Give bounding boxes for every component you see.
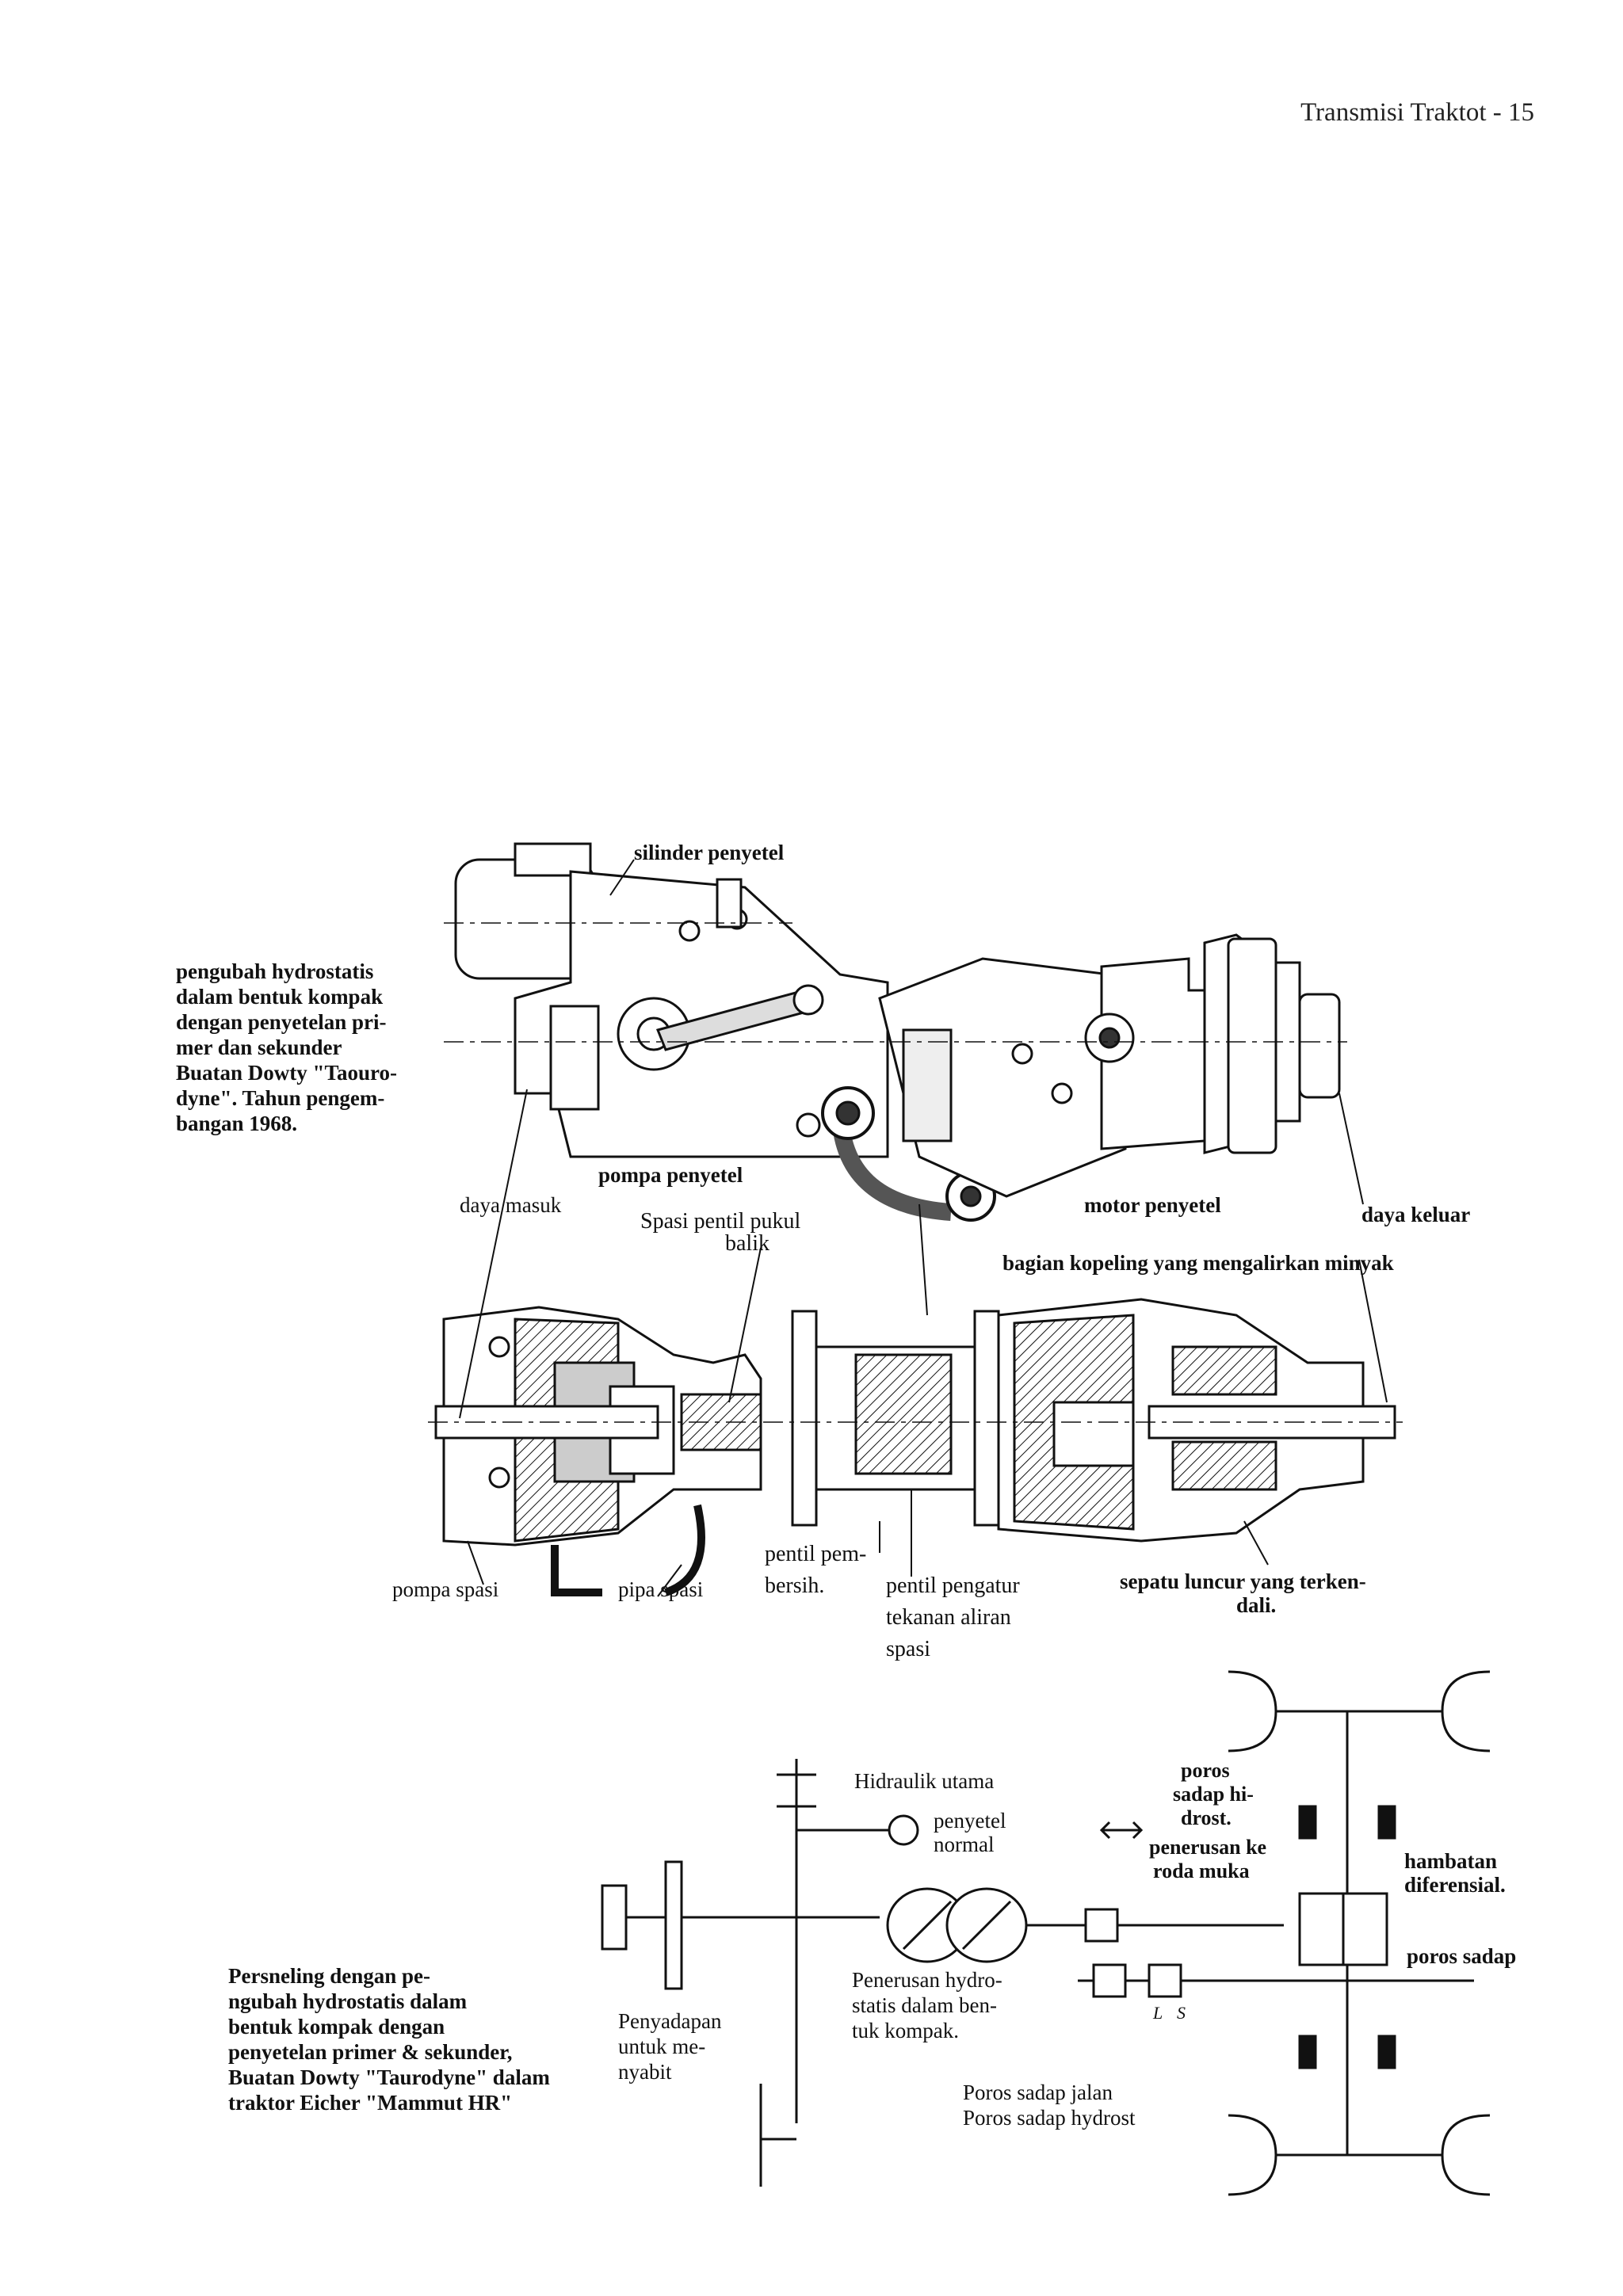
label-pompa-spasi: pompa spasi	[392, 1577, 498, 1601]
figure2-caption: Persneling dengan pe- ngubah hydrostatis…	[228, 1964, 550, 2115]
figure2-labels: Hidraulik utama penyetel normal poros sa…	[618, 1759, 1516, 2130]
label-penerusan-hydrostatis: Penerusan hydro-	[852, 1968, 1002, 1992]
label-penyadapan: Penyadapan	[618, 2009, 722, 2033]
transmission-exterior-drawing	[444, 842, 1347, 1222]
figure2-caption-line: traktor Eicher "Mammut HR"	[228, 2091, 512, 2115]
label-penyadapan: untuk me-	[618, 2035, 705, 2058]
label-poros-sadap-hidrost: sadap hi-	[1173, 1783, 1254, 1806]
label-penerusan-ke-roda-muka: roda muka	[1153, 1859, 1250, 1882]
figure1-caption: pengubah hydrostatis dalam bentuk kompak…	[176, 959, 397, 1135]
label-poros-sadap-hydrost: Poros sadap hydrost	[963, 2106, 1136, 2130]
label-pipa-spasi: pipa spasi	[618, 1577, 703, 1601]
figure1-caption-line: dalam bentuk kompak	[176, 985, 383, 1009]
label-penyadapan: nyabit	[618, 2060, 672, 2084]
label-daya-masuk: daya masuk	[460, 1193, 562, 1217]
figure2-caption-line: bentuk kompak dengan	[228, 2015, 445, 2039]
figure1-caption-line: mer dan sekunder	[176, 1035, 342, 1059]
gearbox-schematic	[601, 1670, 1491, 2196]
label-pentil-pembersih: pentil pem-	[765, 1542, 866, 1566]
label-penyetel-normal: penyetel	[934, 1809, 1006, 1833]
label-penerusan-hydrostatis: statis dalam ben-	[852, 1993, 997, 2017]
figure2-caption-line: Persneling dengan pe-	[228, 1964, 430, 1988]
label-hidraulik-utama: Hidraulik utama	[854, 1769, 994, 1793]
label-bagian-kopeling: bagian kopeling yang mengalirkan minyak	[1002, 1251, 1394, 1275]
figure1-caption-line: pengubah hydrostatis	[176, 959, 373, 983]
label-pentil-pengatur: tekanan aliran	[886, 1605, 1011, 1630]
label-hambatan-diferensial: hambatan	[1404, 1849, 1497, 1873]
label-pentil-pengatur: pentil pengatur	[886, 1573, 1020, 1598]
label-gear-l: L	[1152, 2003, 1163, 2023]
label-pompa-penyetel: pompa penyetel	[598, 1163, 743, 1187]
label-poros-sadap-hidrost: drost.	[1181, 1806, 1232, 1829]
label-motor-penyetel: motor penyetel	[1084, 1193, 1221, 1217]
label-penerusan-ke-roda-muka: penerusan ke	[1149, 1836, 1266, 1859]
label-penyetel-normal: normal	[934, 1833, 994, 1856]
figure1-caption-line: dengan penyetelan pri-	[176, 1010, 387, 1034]
figure1-caption-line: dyne". Tahun pengem-	[176, 1086, 384, 1110]
label-spasi-pentil: Spasi pentil pukul	[640, 1209, 800, 1234]
label-hambatan-diferensial: diferensial.	[1404, 1873, 1506, 1897]
label-poros-sadap-hidrost: poros	[1181, 1759, 1230, 1782]
label-spasi-pentil: balik	[725, 1231, 769, 1256]
figure1-labels: silinder penyetel pompa penyetel daya ma…	[392, 841, 1470, 1661]
label-silinder-penyetel: silinder penyetel	[634, 841, 785, 864]
label-poros-sadap: poros sadap	[1407, 1944, 1516, 1968]
label-daya-keluar: daya keluar	[1361, 1203, 1470, 1226]
label-penerusan-hydrostatis: tuk kompak.	[852, 2019, 959, 2042]
label-poros-sadap-jalan: Poros sadap jalan	[963, 2081, 1113, 2104]
figure1-caption-line: Buatan Dowty "Taouro-	[176, 1061, 397, 1085]
figure2-caption-line: Buatan Dowty "Taurodyne" dalam	[228, 2065, 550, 2089]
label-gear-s: S	[1177, 2003, 1186, 2023]
label-pentil-pembersih: bersih.	[765, 1573, 824, 1598]
transmission-section-drawing	[428, 1298, 1403, 1596]
label-sepatu-luncur: sepatu luncur yang terken-	[1120, 1569, 1366, 1593]
figure1-leader-lines	[459, 859, 1388, 1597]
page-header: Transmisi Traktot - 15	[1300, 98, 1534, 127]
figure1-caption-line: bangan 1968.	[176, 1112, 297, 1135]
figure2-caption-line: penyetelan primer & sekunder,	[228, 2040, 513, 2064]
label-pentil-pengatur: spasi	[886, 1637, 930, 1661]
label-sepatu-luncur: dali.	[1236, 1593, 1276, 1617]
figure2-caption-line: ngubah hydrostatis dalam	[228, 1989, 468, 2013]
